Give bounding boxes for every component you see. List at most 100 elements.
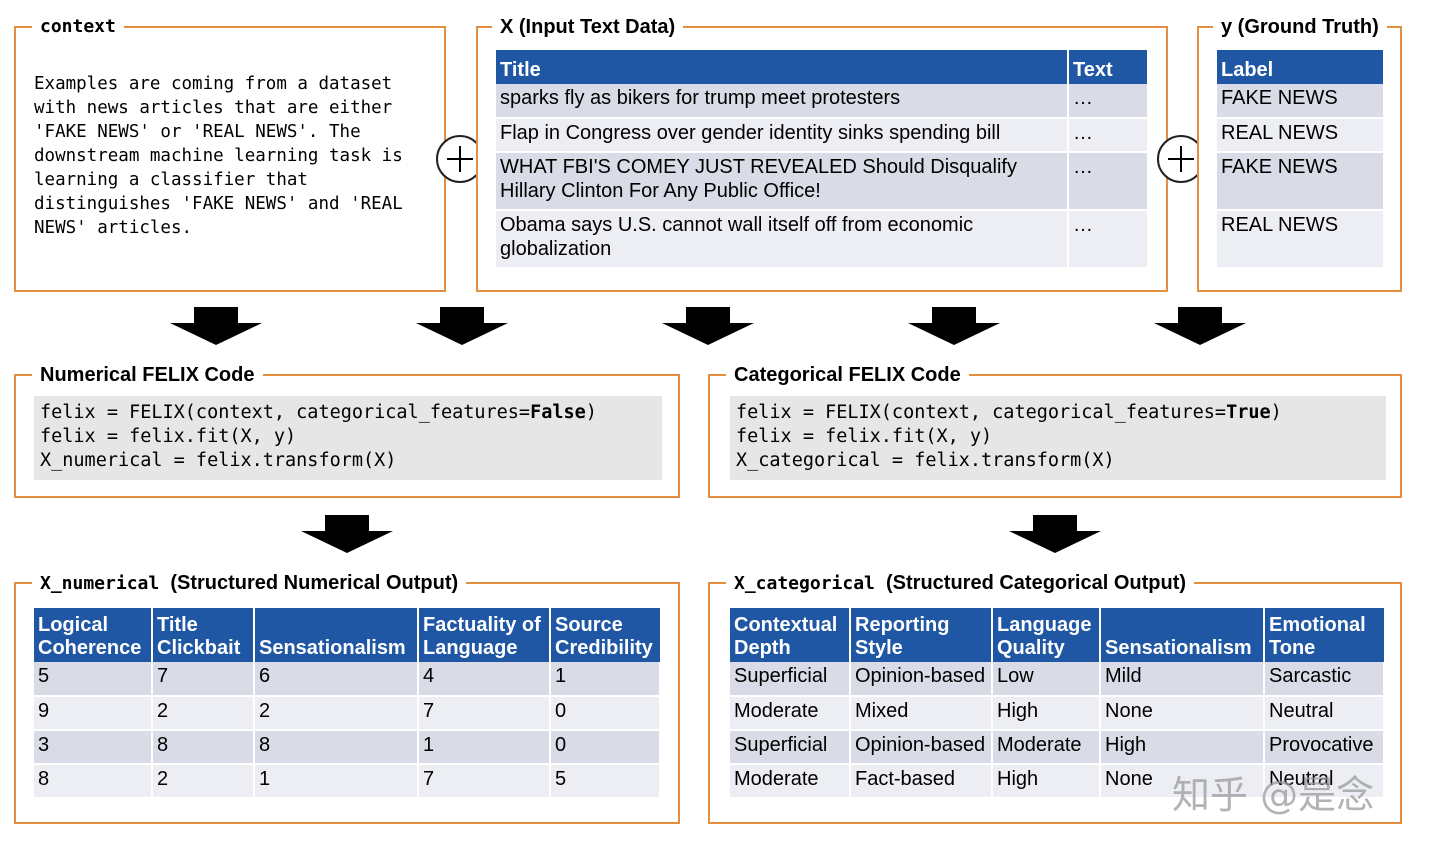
ground-truth-panel: y (Ground Truth) Label FAKE NEWS REAL NE… — [1197, 14, 1402, 292]
table-cell: 1 — [254, 764, 419, 799]
down-arrow-icon — [1009, 515, 1101, 553]
table-row: FAKE NEWS — [1217, 152, 1383, 211]
table-cell: 8 — [34, 764, 153, 799]
table-row: Superficial Opinion-based Low Mild Sarca… — [730, 662, 1385, 697]
table-header: Label — [1217, 50, 1383, 84]
table-cell: 5 — [550, 764, 661, 799]
table-row: FAKE NEWS — [1217, 84, 1383, 119]
code-line: felix = FELIX(context, categorical_featu… — [40, 402, 531, 423]
down-arrow-icon — [301, 515, 393, 553]
code-line: ) — [1270, 402, 1282, 423]
input-text-table: Title Text sparks fly as bikers for trum… — [496, 50, 1149, 269]
code-keyword: True — [1226, 402, 1271, 423]
title-code: X_categorical — [734, 573, 875, 594]
table-row: REAL NEWS — [1217, 210, 1383, 269]
table-cell: Mixed — [850, 696, 993, 731]
categorical-output-panel: X_categorical (Structured Categorical Ou… — [708, 570, 1402, 824]
table-row: sparks fly as bikers for trump meet prot… — [496, 84, 1149, 119]
table-row: WHAT FBI'S COMEY JUST REVEALED Should Di… — [496, 152, 1149, 211]
table-cell: 7 — [418, 696, 551, 731]
table-header: Title — [496, 50, 1069, 84]
table-cell: 4 — [418, 662, 551, 697]
table-cell: Sarcastic — [1264, 662, 1385, 697]
table-cell: 7 — [152, 662, 255, 697]
table-cell: Mild — [1100, 662, 1265, 697]
code-line: felix = FELIX(context, categorical_featu… — [736, 402, 1227, 423]
table-header: Sensationalism — [1100, 608, 1265, 662]
down-arrow-icon — [416, 307, 508, 345]
table-row: Moderate Mixed High None Neutral — [730, 696, 1385, 731]
table-row: 3 8 8 1 0 — [34, 730, 661, 765]
table-cell: REAL NEWS — [1217, 210, 1383, 269]
table-row: Flap in Congress over gender identity si… — [496, 118, 1149, 153]
table-cell: FAKE NEWS — [1217, 152, 1383, 211]
table-row: Superficial Opinion-based Moderate High … — [730, 730, 1385, 765]
numerical-output-table: Logical Coherence Title Clickbait Sensat… — [34, 608, 661, 799]
table-row: 8 2 1 7 5 — [34, 764, 661, 799]
table-cell: 8 — [152, 730, 255, 765]
code-line: X_categorical = felix.transform(X) — [736, 450, 1115, 471]
context-panel-title: context — [32, 14, 124, 40]
table-cell: … — [1068, 152, 1149, 211]
table-cell: 1 — [418, 730, 551, 765]
table-cell: 0 — [550, 730, 661, 765]
table-cell: 5 — [34, 662, 153, 697]
table-cell: Obama says U.S. cannot wall itself off f… — [496, 210, 1069, 269]
watermark: 知乎 @是念 — [1172, 773, 1375, 817]
table-header: Sensationalism — [254, 608, 419, 662]
table-cell: Superficial — [730, 662, 851, 697]
code-line: felix = felix.fit(X, y) — [736, 426, 993, 447]
table-header: Contextual Depth — [730, 608, 851, 662]
numerical-code-block: felix = FELIX(context, categorical_featu… — [34, 396, 662, 480]
table-header: Title Clickbait — [152, 608, 255, 662]
table-cell: … — [1068, 84, 1149, 119]
table-cell: sparks fly as bikers for trump meet prot… — [496, 84, 1069, 119]
table-header: Reporting Style — [850, 608, 993, 662]
table-cell: 6 — [254, 662, 419, 697]
table-header: Text — [1068, 50, 1149, 84]
table-header: Factuality of Language — [418, 608, 551, 662]
ground-truth-panel-title: y (Ground Truth) — [1213, 14, 1387, 40]
table-cell: 8 — [254, 730, 419, 765]
table-cell: Neutral — [1264, 696, 1385, 731]
numerical-code-title: Numerical FELIX Code — [32, 362, 263, 388]
table-row: Moderate Fact-based High None Neutral — [730, 764, 1385, 799]
table-cell: WHAT FBI'S COMEY JUST REVEALED Should Di… — [496, 152, 1069, 211]
table-cell: 7 — [418, 764, 551, 799]
table-cell: Provocative — [1264, 730, 1385, 765]
table-cell: Flap in Congress over gender identity si… — [496, 118, 1069, 153]
table-cell: 2 — [152, 696, 255, 731]
table-cell: 1 — [550, 662, 661, 697]
table-cell: Moderate — [992, 730, 1101, 765]
table-cell: High — [1100, 730, 1265, 765]
numerical-output-panel: X_numerical (Structured Numerical Output… — [14, 570, 680, 824]
table-cell: 2 — [254, 696, 419, 731]
table-header: Language Quality — [992, 608, 1101, 662]
numerical-code-panel: Numerical FELIX Code felix = FELIX(conte… — [14, 362, 680, 498]
categorical-code-title: Categorical FELIX Code — [726, 362, 969, 388]
table-cell: REAL NEWS — [1217, 118, 1383, 153]
table-cell: FAKE NEWS — [1217, 84, 1383, 119]
table-cell: 3 — [34, 730, 153, 765]
table-cell: 2 — [152, 764, 255, 799]
down-arrow-icon — [662, 307, 754, 345]
table-cell: 0 — [550, 696, 661, 731]
table-row: REAL NEWS — [1217, 118, 1383, 153]
title-text: (Structured Categorical Output) — [886, 572, 1187, 594]
table-header: Logical Coherence — [34, 608, 153, 662]
code-line: felix = felix.fit(X, y) — [40, 426, 297, 447]
categorical-output-title: X_categorical (Structured Categorical Ou… — [726, 570, 1195, 597]
categorical-code-panel: Categorical FELIX Code felix = FELIX(con… — [708, 362, 1402, 498]
table-row: 9 2 2 7 0 — [34, 696, 661, 731]
table-cell: Opinion-based — [850, 662, 993, 697]
code-keyword: False — [530, 402, 586, 423]
title-code: X_numerical — [40, 573, 160, 594]
code-line: ) — [585, 402, 597, 423]
table-cell: Low — [992, 662, 1101, 697]
table-cell: None — [1100, 696, 1265, 731]
table-row: Obama says U.S. cannot wall itself off f… — [496, 210, 1149, 269]
down-arrow-icon — [908, 307, 1000, 345]
down-arrow-icon — [1154, 307, 1246, 345]
table-header: Source Credibility — [550, 608, 660, 662]
context-description: Examples are coming from a dataset with … — [34, 74, 403, 238]
